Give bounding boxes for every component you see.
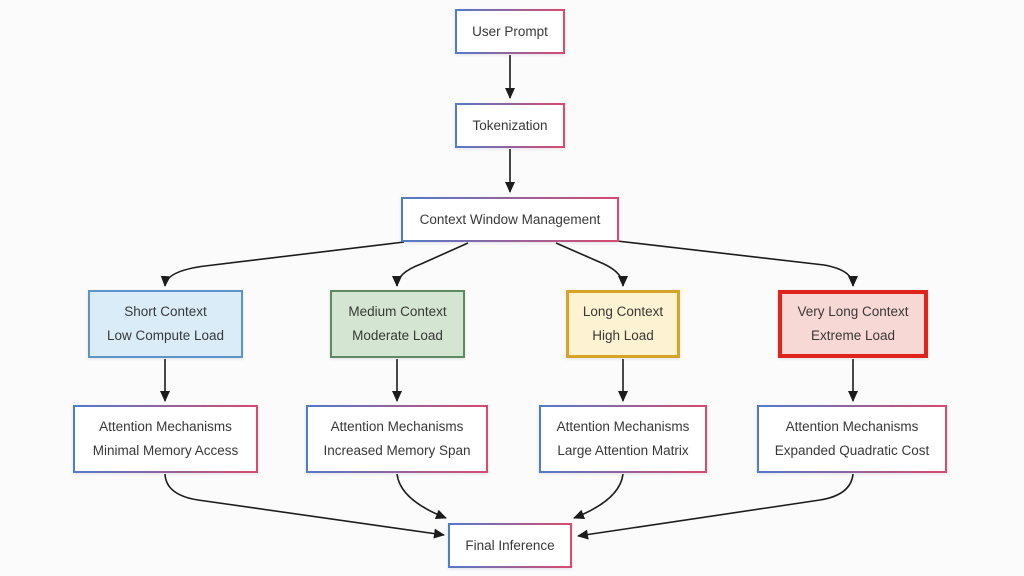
node-medium-context-line2: Moderate Load [352, 328, 443, 343]
node-attention-short-body: Attention Mechanisms Minimal Memory Acce… [75, 407, 256, 471]
node-long-context-line1: Long Context [582, 304, 664, 319]
node-attention-long-line2: Large Attention Matrix [557, 443, 689, 458]
node-final-inference: Final Inference [448, 523, 572, 568]
node-context-window-management: Context Window Management [401, 197, 619, 242]
node-medium-context: Medium Context Moderate Load [330, 290, 465, 358]
node-very-long-context-line1: Very Long Context [797, 304, 909, 319]
node-long-context-line2: High Load [592, 328, 654, 343]
node-attention-long-line1: Attention Mechanisms [556, 419, 690, 434]
node-very-long-context: Very Long Context Extreme Load [778, 290, 928, 358]
node-attention-very-long-line2: Expanded Quadratic Cost [774, 443, 930, 458]
node-attention-short-line1: Attention Mechanisms [99, 419, 232, 434]
node-tokenization: Tokenization [455, 103, 565, 148]
node-short-context-line2: Low Compute Load [106, 328, 225, 343]
node-final-inference-label: Final Inference [465, 538, 555, 553]
node-attention-medium-body: Attention Mechanisms Increased Memory Sp… [308, 407, 486, 471]
edge-attention4-final [577, 473, 854, 540]
edge-cwm-long [555, 242, 628, 287]
edge-cwm-verylong [616, 240, 858, 287]
edge-attention2-final [396, 473, 447, 520]
node-attention-very-long-body: Attention Mechanisms Expanded Quadratic … [759, 407, 945, 471]
node-tokenization-label: Tokenization [472, 118, 548, 133]
edge-cwm-medium [392, 242, 469, 287]
node-attention-medium-line1: Attention Mechanisms [330, 419, 464, 434]
edge-cwm-short [160, 241, 405, 287]
node-attention-very-long: Attention Mechanisms Expanded Quadratic … [757, 405, 947, 473]
node-short-context-line1: Short Context [124, 304, 207, 319]
node-attention-long-body: Attention Mechanisms Large Attention Mat… [541, 407, 705, 471]
edge-attention3-final [573, 473, 624, 520]
node-medium-context-line1: Medium Context [348, 304, 447, 319]
node-user-prompt-body: User Prompt [457, 11, 563, 52]
node-attention-long: Attention Mechanisms Large Attention Mat… [539, 405, 707, 473]
node-attention-short: Attention Mechanisms Minimal Memory Acce… [73, 405, 258, 473]
node-attention-medium: Attention Mechanisms Increased Memory Sp… [306, 405, 488, 473]
node-context-window-management-label: Context Window Management [419, 212, 601, 227]
node-attention-medium-line2: Increased Memory Span [323, 443, 471, 458]
node-tokenization-body: Tokenization [457, 105, 563, 146]
node-attention-short-line2: Minimal Memory Access [92, 443, 239, 458]
node-short-context: Short Context Low Compute Load [88, 290, 243, 358]
node-final-inference-body: Final Inference [450, 525, 570, 566]
node-user-prompt-label: User Prompt [472, 24, 548, 39]
node-long-context: Long Context High Load [566, 290, 680, 358]
node-context-window-management-body: Context Window Management [403, 199, 617, 240]
node-attention-very-long-line1: Attention Mechanisms [785, 419, 919, 434]
node-very-long-context-line2: Extreme Load [810, 328, 896, 343]
node-user-prompt: User Prompt [455, 9, 565, 54]
edge-attention1-final [164, 473, 445, 539]
